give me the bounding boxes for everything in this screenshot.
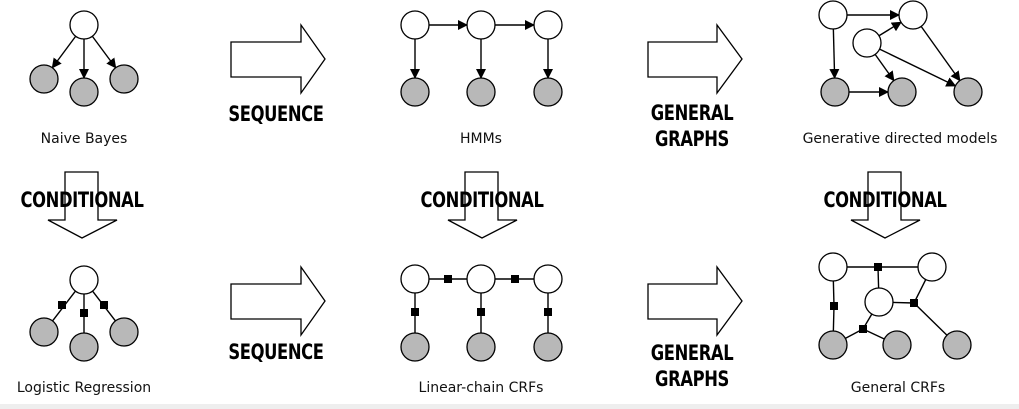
- sequence-arrow-top: [230, 22, 326, 96]
- hidden-node: [400, 264, 430, 294]
- naive-bayes-label: Naive Bayes: [41, 131, 128, 147]
- directed-edge: [920, 25, 961, 82]
- observed-node: [942, 330, 972, 360]
- factor-square: [910, 299, 918, 307]
- hidden-node: [533, 10, 563, 40]
- observed-node: [69, 77, 99, 107]
- hidden-node: [917, 252, 947, 282]
- sequence-label-bottom: SEQUENCE: [228, 341, 323, 364]
- factor-square: [444, 275, 452, 283]
- factor-square: [859, 325, 867, 333]
- undirected-edge: [832, 280, 835, 307]
- factor-square: [80, 309, 88, 317]
- sequence-arrow-bottom: [230, 264, 326, 338]
- factor-square: [58, 301, 66, 309]
- hidden-node: [898, 0, 928, 30]
- observed-node: [69, 332, 99, 362]
- hidden-node: [818, 0, 848, 30]
- factor-square: [874, 263, 882, 271]
- hmms-label: HMMs: [460, 131, 502, 147]
- hidden-node: [69, 10, 99, 40]
- observed-node: [533, 77, 563, 107]
- observed-node: [818, 330, 848, 360]
- hidden-node: [69, 265, 99, 295]
- observed-node: [29, 317, 59, 347]
- observed-node: [400, 77, 430, 107]
- conditional-label-left: CONDITIONAL: [20, 189, 143, 212]
- directed-edge: [51, 35, 77, 69]
- bottom-divider: [0, 404, 1019, 409]
- hidden-node: [818, 252, 848, 282]
- observed-node: [882, 330, 912, 360]
- observed-node: [887, 77, 917, 107]
- factor-square: [477, 308, 485, 316]
- directed-edge: [878, 21, 902, 37]
- observed-node: [466, 77, 496, 107]
- directed-edge: [879, 48, 957, 87]
- logistic-regression-label: Logistic Regression: [17, 380, 151, 396]
- hidden-node: [533, 264, 563, 294]
- directed-edge: [829, 28, 840, 80]
- graphs-label-top: GRAPHS: [655, 128, 729, 151]
- hidden-node: [466, 264, 496, 294]
- observed-node: [109, 317, 139, 347]
- factor-square: [100, 301, 108, 309]
- observed-node: [820, 77, 850, 107]
- directed-edge: [874, 53, 895, 82]
- general-label-bottom: GENERAL: [651, 342, 734, 365]
- conditional-arrow-left: [47, 171, 118, 239]
- undirected-edge: [913, 302, 948, 336]
- conditional-label-middle: CONDITIONAL: [420, 189, 543, 212]
- observed-node: [953, 77, 983, 107]
- undirected-edge: [832, 305, 835, 332]
- linear-chain-crfs-label: Linear-chain CRFs: [419, 380, 544, 396]
- hidden-node: [852, 28, 882, 58]
- graphs-label-bottom: GRAPHS: [655, 368, 729, 391]
- observed-node: [400, 332, 430, 362]
- generative-directed-models-label: Generative directed models: [803, 131, 998, 147]
- observed-node: [533, 332, 563, 362]
- directed-edge: [91, 35, 117, 69]
- conditional-label-right: CONDITIONAL: [823, 189, 946, 212]
- general-crfs-label: General CRFs: [851, 380, 945, 396]
- hidden-node: [466, 10, 496, 40]
- observed-node: [29, 64, 59, 94]
- factor-square: [830, 302, 838, 310]
- hidden-node: [400, 10, 430, 40]
- observed-node: [109, 64, 139, 94]
- observed-node: [466, 332, 496, 362]
- hidden-node: [864, 287, 894, 317]
- conditional-arrow-middle: [447, 171, 518, 239]
- factor-square: [544, 308, 552, 316]
- sequence-label-top: SEQUENCE: [228, 103, 323, 126]
- factor-square: [411, 308, 419, 316]
- general-label-top: GENERAL: [651, 102, 734, 125]
- factor-square: [511, 275, 519, 283]
- general-arrow-bottom: [647, 265, 743, 337]
- conditional-arrow-right: [850, 171, 921, 239]
- general-arrow-top: [647, 23, 743, 95]
